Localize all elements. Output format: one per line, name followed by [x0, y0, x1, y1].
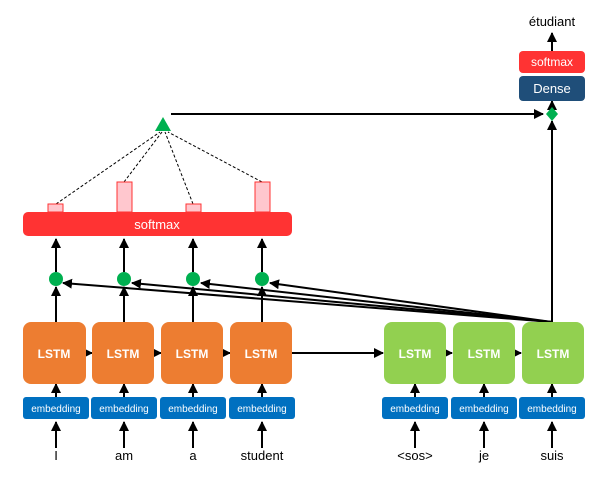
lstm-label: LSTM: [468, 347, 501, 361]
dot-product-node: [186, 272, 200, 286]
dashed-weight-line: [55, 131, 161, 205]
embedding-box: embedding: [519, 397, 585, 419]
embedding-label: embedding: [31, 404, 80, 415]
decoder-input-word: je: [478, 448, 489, 463]
attention-weight-bar: [185, 203, 202, 213]
dot-product-node: [117, 272, 131, 286]
dot-product-node: [255, 272, 269, 286]
dot-product-node: [49, 272, 63, 286]
arrow-decoder-state-to-dot: [269, 279, 553, 323]
encoder-input-word: am: [115, 448, 133, 463]
embedding-label: embedding: [237, 404, 286, 415]
lstm-label: LSTM: [537, 347, 570, 361]
decoder-embeddings: embedding embedding embedding: [382, 397, 585, 419]
embedding-label: embedding: [527, 404, 576, 415]
attention-weight-bar: [47, 203, 64, 213]
embedding-label: embedding: [390, 404, 439, 415]
embedding-box: embedding: [382, 397, 448, 419]
dashed-weight-line: [167, 131, 263, 183]
decoder-lstm-cell: LSTM: [522, 322, 584, 384]
dense-label: Dense: [533, 81, 571, 96]
encoder-input-word: I: [54, 448, 58, 463]
encoder-input-words: I am a student: [54, 448, 284, 463]
score-nodes: [49, 272, 269, 286]
embedding-box: embedding: [229, 397, 295, 419]
encoder-embeddings: embedding embedding embedding embedding: [23, 397, 295, 419]
connection-lines: [51, 32, 557, 448]
arrow-decoder-state-to-dot: [131, 278, 553, 323]
decoder-lstm-cell: LSTM: [453, 322, 515, 384]
embedding-label: embedding: [459, 404, 508, 415]
encoder-lstm-cells: LSTM LSTM LSTM LSTM: [23, 322, 292, 384]
dashed-weight-line: [164, 131, 194, 205]
encoder-lstm-cell: LSTM: [161, 322, 223, 384]
embedding-box: embedding: [23, 397, 89, 419]
weighted-sum-lines: [55, 131, 263, 205]
lstm-label: LSTM: [245, 347, 278, 361]
embedding-box: embedding: [91, 397, 157, 419]
output-softmax-label: softmax: [531, 55, 573, 69]
predicted-word: étudiant: [529, 14, 576, 29]
encoder-lstm-cell: LSTM: [23, 322, 86, 384]
dashed-weight-line: [123, 131, 163, 183]
lstm-label: LSTM: [38, 347, 71, 361]
decoder-lstm-cells: LSTM LSTM LSTM: [384, 322, 584, 384]
decoder-input-word: suis: [540, 448, 564, 463]
decoder-input-word: <sos>: [397, 448, 432, 463]
arrow-decoder-state-to-dot: [200, 279, 553, 323]
arrow-decoder-state-to-dot: [62, 278, 553, 323]
embedding-box: embedding: [451, 397, 517, 419]
concat-diamond: [546, 107, 558, 121]
decoder-lstm-cell: LSTM: [384, 322, 446, 384]
attention-weight-bar: [254, 181, 271, 213]
attention-softmax: softmax: [23, 212, 292, 236]
embedding-label: embedding: [99, 404, 148, 415]
attention-weights: [47, 181, 271, 213]
context-vector-triangle: [155, 117, 171, 131]
encoder-input-word: a: [189, 448, 197, 463]
lstm-label: LSTM: [399, 347, 432, 361]
encoder-lstm-cell: LSTM: [92, 322, 154, 384]
lstm-label: LSTM: [176, 347, 209, 361]
lstm-label: LSTM: [107, 347, 140, 361]
attention-weight-bar: [116, 181, 133, 213]
embedding-box: embedding: [160, 397, 226, 419]
attention-softmax-label: softmax: [134, 217, 180, 232]
dense-layer: Dense: [519, 76, 585, 101]
decoder-input-words: <sos> je suis: [397, 448, 564, 463]
output-softmax: softmax: [519, 51, 585, 73]
encoder-lstm-cell: LSTM: [230, 322, 292, 384]
embedding-label: embedding: [168, 404, 217, 415]
encoder-input-word: student: [241, 448, 284, 463]
